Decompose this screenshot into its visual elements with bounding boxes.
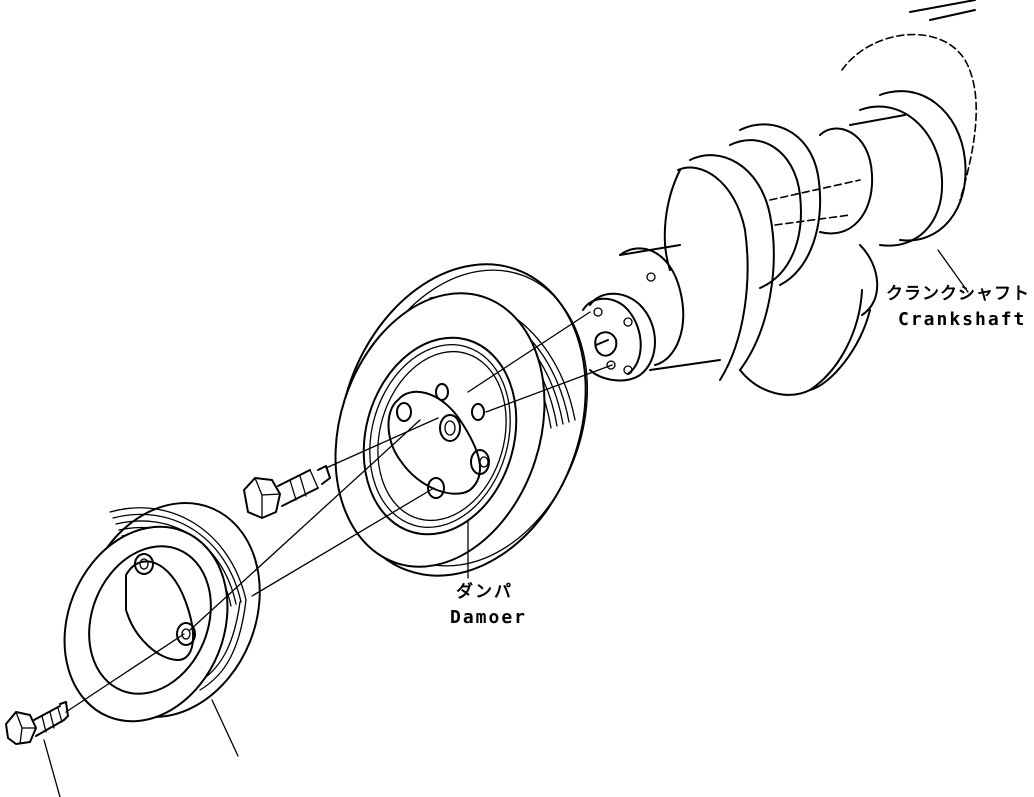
damper-label-en: Damoer bbox=[450, 607, 528, 628]
center-bolt bbox=[244, 466, 330, 518]
crankshaft-label-jp: クランクシャフト bbox=[886, 284, 1030, 304]
crankshaft-label-en: Crankshaft bbox=[898, 309, 1027, 330]
pulley-bolt bbox=[6, 702, 68, 797]
damper-label-jp: ダンパ bbox=[456, 582, 513, 602]
crankshaft bbox=[583, 0, 976, 395]
assembly-center-lines bbox=[66, 312, 612, 712]
damper bbox=[296, 229, 627, 610]
pulley bbox=[36, 476, 291, 756]
